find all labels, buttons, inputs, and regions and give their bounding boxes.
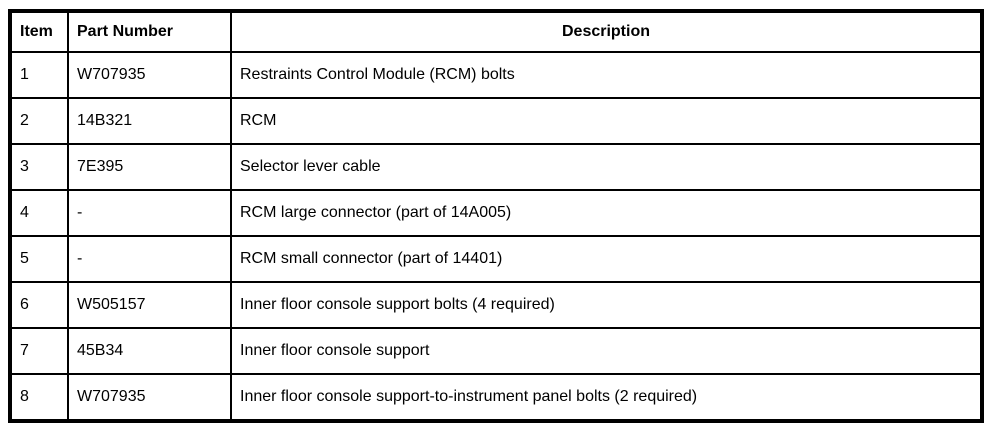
cell-part-number: - bbox=[67, 189, 232, 237]
cell-part-number: W707935 bbox=[67, 51, 232, 99]
table-row: 1 W707935 Restraints Control Module (RCM… bbox=[9, 51, 983, 99]
cell-item: 8 bbox=[9, 373, 69, 422]
table-row: 7 45B34 Inner floor console support bbox=[9, 327, 983, 375]
cell-description: RCM large connector (part of 14A005) bbox=[230, 189, 983, 237]
cell-part-number: 14B321 bbox=[67, 97, 232, 145]
table-row: 2 14B321 RCM bbox=[9, 97, 983, 145]
header-part-number: Part Number bbox=[67, 10, 232, 53]
cell-description: Selector lever cable bbox=[230, 143, 983, 191]
header-item: Item bbox=[9, 10, 69, 53]
cell-item: 1 bbox=[9, 51, 69, 99]
header-description: Description bbox=[230, 10, 983, 53]
cell-description: Restraints Control Module (RCM) bolts bbox=[230, 51, 983, 99]
table-row: 8 W707935 Inner floor console support-to… bbox=[9, 373, 983, 422]
cell-description: RCM bbox=[230, 97, 983, 145]
cell-item: 5 bbox=[9, 235, 69, 283]
cell-part-number: W505157 bbox=[67, 281, 232, 329]
cell-item: 7 bbox=[9, 327, 69, 375]
cell-item: 6 bbox=[9, 281, 69, 329]
cell-description: Inner floor console support bbox=[230, 327, 983, 375]
table-row: 4 - RCM large connector (part of 14A005) bbox=[9, 189, 983, 237]
cell-item: 2 bbox=[9, 97, 69, 145]
parts-table-header: Item Part Number Description bbox=[9, 10, 983, 53]
cell-part-number: - bbox=[67, 235, 232, 283]
table-row: 5 - RCM small connector (part of 14401) bbox=[9, 235, 983, 283]
cell-description: RCM small connector (part of 14401) bbox=[230, 235, 983, 283]
cell-part-number: W707935 bbox=[67, 373, 232, 422]
cell-part-number: 7E395 bbox=[67, 143, 232, 191]
table-row: 3 7E395 Selector lever cable bbox=[9, 143, 983, 191]
cell-item: 3 bbox=[9, 143, 69, 191]
parts-table-body: 1 W707935 Restraints Control Module (RCM… bbox=[9, 51, 983, 422]
cell-description: Inner floor console support bolts (4 req… bbox=[230, 281, 983, 329]
parts-table: Item Part Number Description 1 W707935 R… bbox=[8, 9, 984, 423]
table-row: 6 W505157 Inner floor console support bo… bbox=[9, 281, 983, 329]
cell-description: Inner floor console support-to-instrumen… bbox=[230, 373, 983, 422]
cell-item: 4 bbox=[9, 189, 69, 237]
header-row: Item Part Number Description bbox=[9, 10, 983, 53]
cell-part-number: 45B34 bbox=[67, 327, 232, 375]
